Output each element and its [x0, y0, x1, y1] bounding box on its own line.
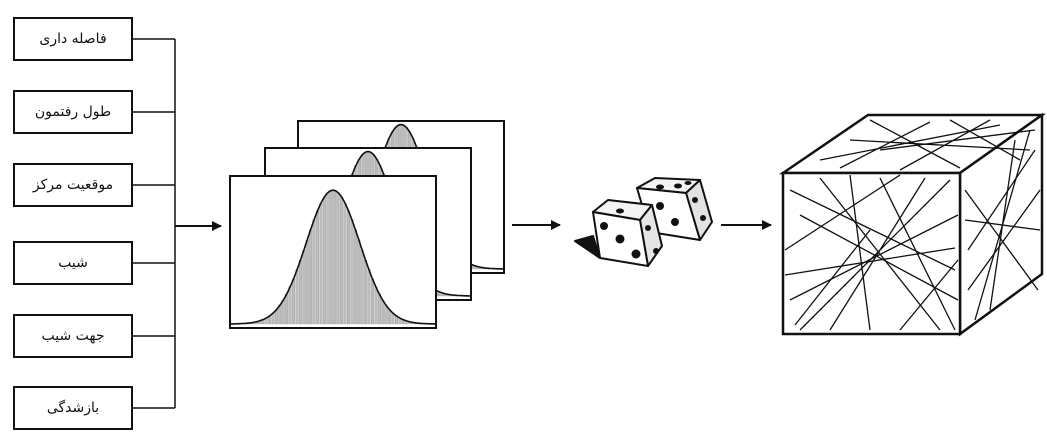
histogram-bar	[350, 219, 354, 325]
parameter-box-spacing: فاصله داری	[13, 17, 133, 61]
histogram-bar	[388, 309, 392, 325]
histogram-bar	[364, 260, 368, 325]
histogram-bar	[322, 196, 326, 325]
histogram-bar	[381, 300, 385, 325]
histogram-bar	[305, 239, 309, 325]
histogram-stack-icon	[229, 120, 505, 329]
histogram-bar	[326, 192, 330, 325]
fracture-cube-icon	[778, 112, 1046, 337]
histogram-bar	[357, 239, 361, 325]
histogram-bar	[278, 305, 282, 325]
histogram-bar	[319, 202, 323, 325]
parameter-box-dip-direction: جهت شیب	[13, 314, 133, 358]
histogram-bar	[312, 219, 316, 325]
histogram-bar	[302, 249, 306, 325]
parameter-bracket	[133, 38, 176, 409]
parameter-label: فاصله داری	[39, 31, 107, 47]
parameter-label: شیب	[58, 255, 88, 271]
histogram-bar	[343, 202, 347, 325]
histogram-bar	[316, 210, 320, 325]
histogram-bar	[374, 286, 378, 325]
parameter-box-aperture: بازشدگی	[13, 386, 133, 430]
histogram-bar	[377, 293, 381, 325]
histogram-bar	[288, 286, 292, 325]
parameter-box-center: موقعیت مرکز	[13, 163, 133, 207]
parameter-label: موقعیت مرکز	[32, 177, 114, 193]
histogram-bar	[340, 196, 344, 325]
parameter-label: طول رفتمون	[34, 104, 112, 120]
parameter-box-trace-length: طول رفتمون	[13, 90, 133, 134]
histogram-bar	[353, 229, 357, 325]
histogram-bar	[367, 269, 371, 325]
histogram-bar	[329, 190, 333, 325]
histogram-bar	[336, 192, 340, 325]
histogram-bar	[309, 229, 313, 325]
histogram-bar	[371, 278, 374, 325]
histogram-bar	[298, 260, 302, 325]
histogram-bar	[292, 278, 295, 325]
histogram-bar	[346, 210, 350, 325]
histogram-bar	[333, 190, 337, 325]
distribution-curve	[230, 189, 436, 325]
histogram-bar	[274, 309, 278, 325]
histogram-bar	[285, 293, 289, 325]
parameter-box-dip: شیب	[13, 241, 133, 285]
parameter-label: جهت شیب	[41, 328, 105, 344]
dice-icon	[574, 177, 713, 267]
histogram-bar	[384, 305, 388, 325]
parameter-label: بازشدگی	[46, 400, 100, 416]
histogram-bar	[295, 269, 299, 325]
histogram-bar	[360, 249, 364, 325]
histogram-panel-front	[229, 175, 437, 329]
histogram-bar	[281, 300, 285, 325]
